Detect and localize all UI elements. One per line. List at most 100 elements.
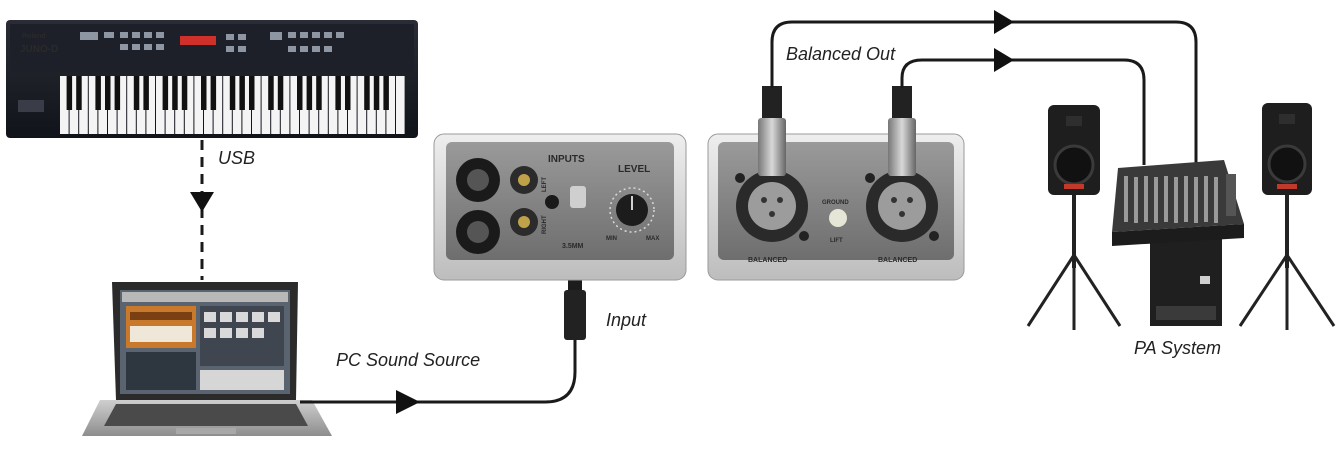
keyboard-brand: Roland [22, 33, 46, 40]
xlr-plug-left [758, 86, 786, 176]
level-label: LEVEL [618, 164, 650, 175]
black-key [105, 76, 111, 110]
mixer-channel-strip [1134, 177, 1138, 223]
di-box-output-side: GROUND LIFT BALANCED BALANCED [707, 133, 965, 281]
balanced-arrow-icon-bottom [994, 48, 1014, 72]
mixer-channel-strip [1144, 176, 1148, 222]
white-key [98, 76, 107, 134]
black-key [373, 76, 380, 110]
lift-label: LIFT [830, 238, 843, 244]
black-key [172, 76, 178, 110]
speaker-left [1026, 105, 1122, 330]
mixer-channel-strip [1124, 176, 1128, 222]
white-key [242, 76, 251, 134]
black-key [268, 76, 274, 110]
white-key [261, 76, 271, 134]
white-key [117, 76, 127, 134]
white-key [338, 76, 347, 134]
pa-system [1026, 103, 1336, 330]
synth-keyboard: Roland JUNO-D [6, 20, 418, 138]
black-key [66, 76, 73, 110]
black-key [297, 76, 303, 110]
right-label: RIGHT [542, 215, 548, 234]
white-key [290, 76, 299, 134]
balanced-label-right: BALANCED [878, 257, 917, 264]
white-key [319, 76, 328, 134]
white-key [60, 76, 69, 134]
mini-jack-label: 3.5MM [562, 243, 584, 250]
ground-lift-button[interactable] [829, 209, 847, 227]
left-label: LEFT [542, 177, 548, 192]
black-key [306, 76, 313, 110]
ground-label: GROUND [822, 200, 849, 206]
black-key [335, 76, 341, 110]
white-key [328, 76, 338, 134]
black-key [76, 76, 82, 110]
black-key [143, 76, 149, 110]
white-key [300, 76, 309, 134]
white-key [204, 76, 213, 134]
di-box-input-side: INPUTS LEVEL LEFT RIGHT 3.5MM MIN MAX [433, 133, 687, 281]
black-key [383, 76, 389, 110]
black-key [201, 76, 207, 110]
white-key [136, 76, 146, 134]
white-key [194, 76, 203, 134]
mixer-channel-strip [1164, 176, 1168, 222]
min-label: MIN [606, 236, 617, 242]
white-key [69, 76, 79, 134]
laptop [82, 282, 332, 436]
white-key [376, 76, 386, 134]
input-label: Input [606, 310, 647, 330]
white-key [108, 76, 117, 134]
inputs-label: INPUTS [548, 154, 585, 165]
white-key [386, 76, 395, 134]
mixer [1112, 160, 1244, 246]
mixer-channel-strip [1204, 176, 1208, 222]
balanced-label-left: BALANCED [748, 257, 787, 264]
input-selector-switch[interactable] [570, 186, 586, 208]
black-key [316, 76, 322, 110]
white-key [146, 76, 155, 134]
white-key [165, 76, 175, 134]
keyboard-buttons [80, 32, 344, 52]
usb-arrow-icon [190, 192, 214, 212]
white-key [367, 76, 376, 134]
mini-jack-input[interactable] [545, 195, 559, 209]
laptop-keyboard [104, 404, 308, 426]
white-key [184, 76, 194, 134]
white-key [271, 76, 280, 134]
balanced-cable-right [900, 58, 1146, 165]
white-key [280, 76, 290, 134]
pc-sound-source-label: PC Sound Source [336, 350, 481, 370]
mixer-channel-strip [1214, 177, 1218, 223]
keyboard-display [180, 36, 216, 45]
black-key [229, 76, 236, 110]
white-key [252, 76, 261, 134]
black-key [181, 76, 188, 110]
speaker-right [1238, 103, 1336, 330]
white-key [232, 76, 242, 134]
white-key [175, 76, 184, 134]
keyboard-keys [60, 76, 405, 134]
white-key [88, 76, 98, 134]
pc-sound-arrow-icon [396, 390, 420, 414]
balanced-out-label: Balanced Out [786, 44, 896, 64]
white-key [79, 76, 88, 134]
max-label: MAX [646, 236, 659, 242]
white-key [396, 76, 405, 134]
white-key [156, 76, 165, 134]
mixer-channel-strip [1174, 177, 1178, 223]
white-key [348, 76, 357, 134]
pitch-bend [18, 100, 44, 112]
keyboard-model: JUNO-D [20, 44, 58, 55]
pc-sound-cable [300, 292, 577, 404]
mixer-channel-strip [1154, 177, 1158, 223]
xlr-plug-right [888, 86, 916, 176]
black-key [162, 76, 169, 110]
white-key [127, 76, 136, 134]
white-key [309, 76, 319, 134]
white-key [213, 76, 223, 134]
white-key [357, 76, 367, 134]
black-key [239, 76, 245, 110]
